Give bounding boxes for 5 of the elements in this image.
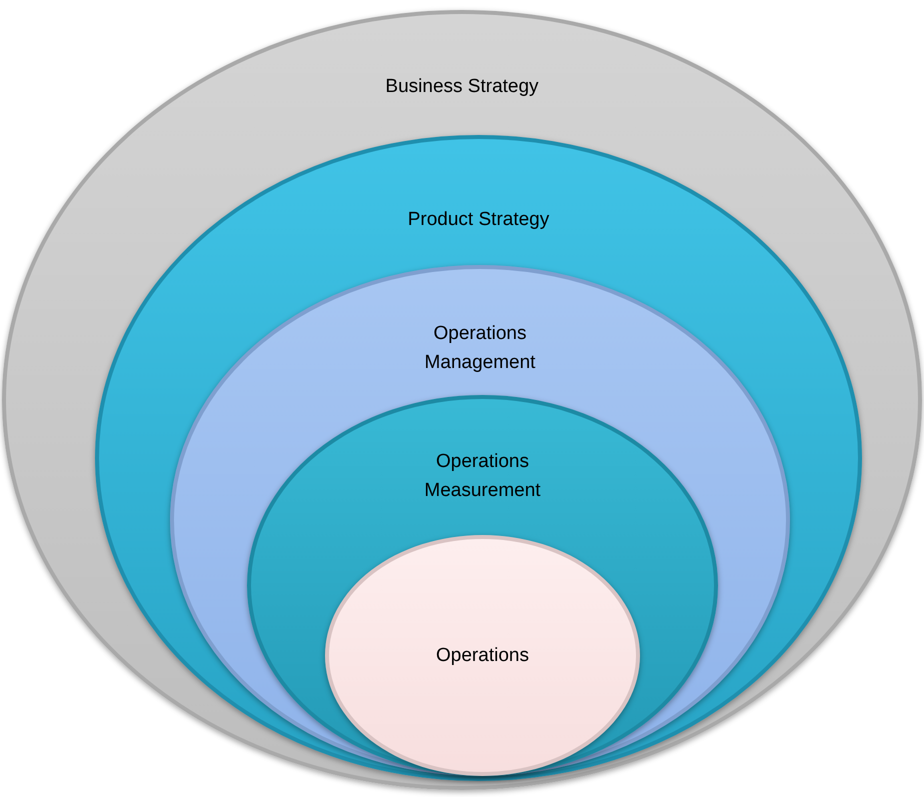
layer-label: Business Strategy — [384, 75, 540, 99]
layer-label: Operations Measurement — [423, 450, 542, 503]
layer-label: Operations — [435, 644, 530, 668]
layer-label: Product Strategy — [406, 208, 550, 232]
layer-label: Operations Management — [424, 322, 536, 375]
